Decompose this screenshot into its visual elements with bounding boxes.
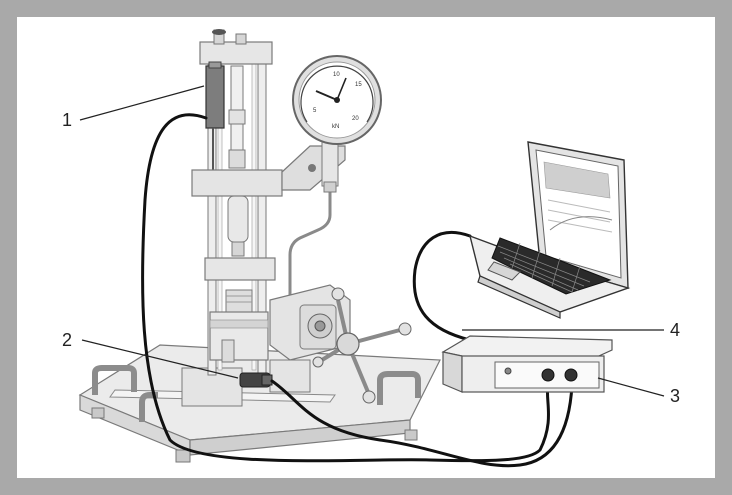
top-crosshead <box>200 29 272 64</box>
gauge-tick-label: 20 <box>352 116 359 122</box>
callout-label-3: 3 <box>670 386 680 406</box>
gauge-tick-label: 15 <box>355 82 362 88</box>
callout-label-2: 2 <box>62 330 72 350</box>
middle-crosshead <box>192 170 296 196</box>
gauge-bracket <box>282 138 345 192</box>
hydraulic-cylinder-block <box>210 312 268 362</box>
callout-label-4: 4 <box>670 320 680 340</box>
pressure-gauge: 5 10 15 20 kN <box>293 56 381 144</box>
callout-label-1: 1 <box>62 110 72 130</box>
gauge-unit-label: kN <box>332 124 339 130</box>
lower-crosshead <box>205 258 275 280</box>
pressure-pipe <box>290 180 330 295</box>
measuring-amplifier <box>443 336 612 392</box>
gauge-tick-label: 10 <box>333 72 340 78</box>
force-sensor-connector <box>240 373 272 387</box>
laptop <box>470 142 628 318</box>
